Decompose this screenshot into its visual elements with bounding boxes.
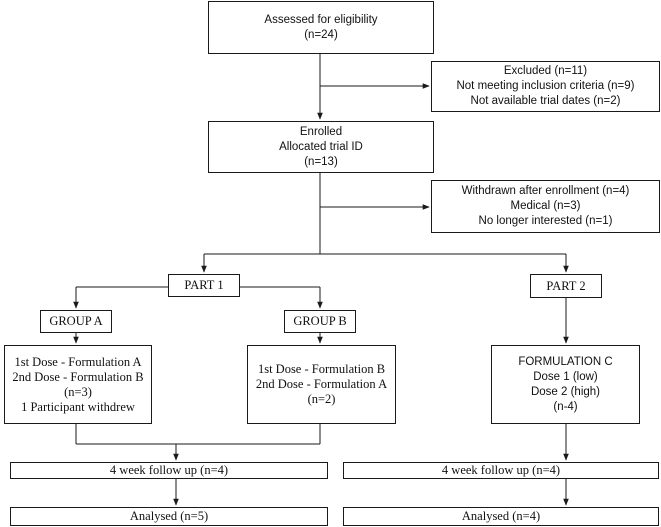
box-analysed-right: Analysed (n=4) (343, 507, 659, 526)
withdrawn-title: Withdrawn after enrollment (n=4) (461, 185, 630, 197)
group-b-label: GROUP B (293, 314, 347, 328)
excluded-reason-2: Not available trial dates (n=2) (470, 95, 621, 107)
box-group-a-doses: 1st Dose - Formulation A 2nd Dose - Form… (4, 345, 152, 424)
group-b-count: (n=2) (307, 392, 336, 406)
formulation-c-dose-2: Dose 2 (high) (530, 385, 601, 398)
box-excluded: Excluded (n=11) Not meeting inclusion cr… (431, 61, 660, 112)
followup-right-label: 4 week follow up (n=4) (441, 463, 561, 477)
box-assessed: Assessed for eligibility (n=24) (208, 1, 434, 54)
analysed-right-label: Analysed (n=4) (461, 509, 541, 523)
box-part1: PART 1 (168, 274, 240, 297)
excluded-reason-1: Not meeting inclusion criteria (n=9) (456, 80, 635, 92)
box-group-a: GROUP A (40, 310, 112, 333)
formulation-c-count: (n-4) (553, 400, 578, 413)
enrolled-count: (n=13) (304, 155, 338, 168)
group-a-note: 1 Participant withdrew (21, 399, 135, 414)
box-part2: PART 2 (530, 274, 602, 298)
group-b-dose-2: 2nd Dose - Formulation A (255, 377, 388, 391)
analysed-left-label: Analysed (n=5) (129, 509, 209, 523)
enrolled-line-2: Allocated trial ID (279, 140, 363, 153)
formulation-c-title: FORMULATION C (518, 355, 613, 368)
group-b-dose-1: 1st Dose - Formulation B (257, 362, 386, 376)
box-withdrawn: Withdrawn after enrollment (n=4) Medical… (431, 180, 660, 233)
part1-label: PART 1 (184, 278, 224, 292)
group-a-dose-1: 1st Dose - Formulation A (14, 354, 142, 369)
part2-label: PART 2 (546, 278, 586, 293)
box-followup-right: 4 week follow up (n=4) (343, 462, 659, 479)
group-a-label: GROUP A (49, 314, 103, 328)
group-a-count: (n=3) (64, 384, 92, 399)
box-group-b-doses: 1st Dose - Formulation B 2nd Dose - Form… (247, 345, 396, 424)
box-formulation-c: FORMULATION C Dose 1 (low) Dose 2 (high)… (491, 345, 640, 424)
assessed-count: (n=24) (304, 28, 338, 41)
formulation-c-dose-1: Dose 1 (low) (533, 370, 598, 383)
excluded-title: Excluded (n=11) (503, 65, 588, 77)
box-group-b: GROUP B (284, 310, 356, 333)
box-analysed-left: Analysed (n=5) (10, 507, 328, 526)
box-followup-left: 4 week follow up (n=4) (10, 462, 328, 479)
enrolled-line-1: Enrolled (299, 125, 343, 138)
followup-left-label: 4 week follow up (n=4) (109, 463, 229, 477)
group-a-dose-2: 2nd Dose - Formulation B (12, 369, 144, 384)
assessed-title: Assessed for eligibility (264, 13, 378, 26)
withdrawn-reason-2: No longer interested (n=1) (478, 215, 613, 227)
withdrawn-reason-1: Medical (n=3) (510, 200, 581, 212)
box-enrolled: Enrolled Allocated trial ID (n=13) (208, 121, 434, 173)
